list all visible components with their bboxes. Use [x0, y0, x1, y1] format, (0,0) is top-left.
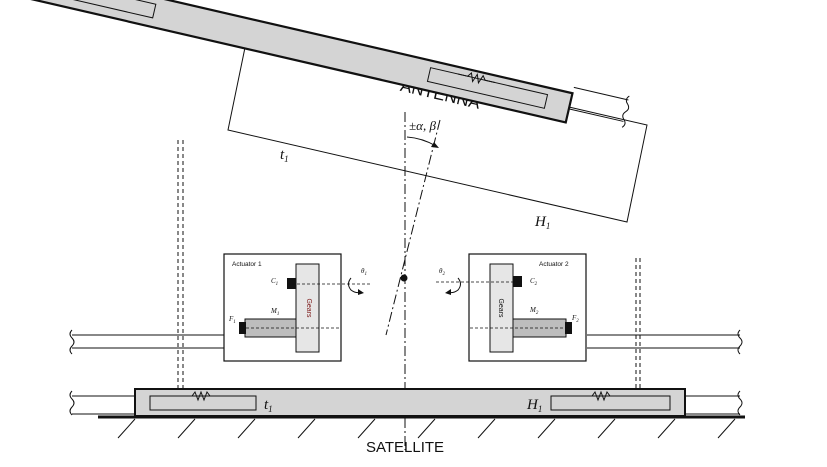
top-resistor-right	[457, 72, 496, 85]
actuator-2-f-label: F2	[571, 314, 579, 324]
actuator-2: Actuator 2 Gears C2 M2 F2 θ2	[436, 253, 743, 362]
actuator-1-theta-label: θ1	[361, 267, 367, 277]
actuator-2-m-label: M2	[529, 306, 539, 316]
actuator-2-clutch	[513, 276, 522, 287]
bottom-resistor-right	[582, 390, 620, 402]
top-h1-label: H1	[534, 214, 550, 231]
actuator-2-motor-cap	[565, 322, 572, 334]
actuator-2-title: Actuator 2	[539, 261, 569, 268]
actuator-1-gears-label: Gears	[305, 298, 312, 318]
actuator-1-gears	[295, 263, 320, 353]
bottom-beam-right-pocket	[550, 395, 671, 411]
tilted-axis	[385, 119, 441, 336]
actuator-1-box	[223, 253, 342, 362]
top-beam-bar	[22, 0, 574, 124]
angle-arrow	[406, 136, 437, 147]
actuator-2-gears	[489, 263, 514, 353]
pivot-point	[400, 274, 408, 282]
angle-arrowhead	[431, 142, 439, 148]
bottom-resistor-left	[185, 390, 217, 402]
actuator-1-clutch	[287, 278, 296, 289]
actuator-1-motor-cap	[239, 322, 246, 334]
satellite-label: SATELLITE	[366, 439, 444, 456]
bottom-h1-label: H1	[526, 397, 542, 414]
bottom-t1-label: t1	[264, 397, 273, 414]
actuator-1-title: Actuator 1	[232, 261, 262, 268]
actuator-2-gears-label: Gears	[497, 298, 504, 318]
actuator-2-box	[468, 253, 587, 362]
actuator-1-f-label: F1	[228, 315, 236, 325]
bottom-beam-assembly: t1 H1	[69, 388, 743, 417]
top-beam-left-pocket	[42, 0, 157, 19]
top-tilted-beam	[22, 0, 630, 128]
top-t1-label: t1	[280, 147, 289, 164]
actuator-1-m-label: M1	[270, 307, 279, 317]
actuator-2-c-label: C2	[530, 277, 538, 287]
actuator-1-c-label: C1	[271, 277, 278, 287]
angle-label: ±α, β	[409, 118, 436, 133]
actuator-1: Actuator 1 Gears C1 M1 F1 θ1	[69, 253, 372, 362]
actuator-2-theta-label: θ2	[439, 267, 445, 277]
ground-hatching	[117, 418, 736, 439]
